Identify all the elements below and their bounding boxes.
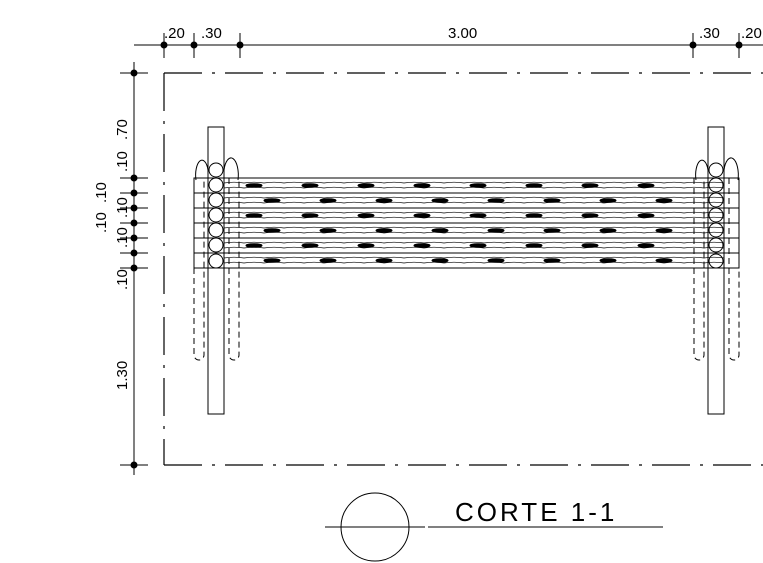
wood-knot (637, 183, 655, 188)
wood-knot (301, 183, 319, 188)
wood-knot (245, 213, 263, 218)
wood-knot (245, 183, 263, 188)
dash-dot-outline (163, 72, 763, 466)
wood-knot (301, 243, 319, 248)
wood-knot (599, 198, 617, 203)
wood-knot (263, 258, 281, 263)
wood-knot (413, 213, 431, 218)
wood-knot (431, 198, 449, 203)
wood-knot (469, 183, 487, 188)
dim-left-5: .10 (93, 212, 110, 233)
dim-top-3: 3.00 (448, 25, 477, 42)
wood-knot (375, 258, 393, 263)
dim-left-2: .10 (114, 151, 131, 172)
wood-knot (525, 243, 543, 248)
wood-knot (469, 213, 487, 218)
dim-left-4: .10 (114, 197, 131, 218)
wood-knot (301, 213, 319, 218)
left-dimension-dots (130, 69, 138, 469)
wood-knot (543, 258, 561, 263)
wood-knot (319, 258, 337, 263)
wood-knot (525, 183, 543, 188)
wood-knot (581, 213, 599, 218)
wood-knot (431, 228, 449, 233)
wood-knot (525, 213, 543, 218)
wood-knot (487, 198, 505, 203)
wood-grain-line (223, 231, 725, 234)
wood-knot (543, 198, 561, 203)
dim-top-2: .30 (201, 25, 222, 42)
left-post-circles (195, 157, 239, 269)
section-marker (325, 492, 663, 562)
wood-knot (263, 198, 281, 203)
dim-top-4: .30 (699, 25, 720, 42)
wood-grain-line (223, 226, 725, 229)
wood-knot (469, 243, 487, 248)
wood-knot (655, 258, 673, 263)
dim-left-3: .10 (93, 182, 110, 203)
wood-knot (431, 258, 449, 263)
timber-board (193, 252, 740, 269)
wood-knot (375, 198, 393, 203)
timber-board (193, 177, 740, 194)
timber-board (193, 237, 740, 254)
wood-knot (655, 198, 673, 203)
wood-knot (599, 228, 617, 233)
wood-grain-line (223, 201, 725, 204)
wood-grain-line (223, 196, 725, 199)
timber-board (193, 207, 740, 224)
wood-knot (263, 228, 281, 233)
wood-knot (581, 183, 599, 188)
wood-grain-line (223, 181, 725, 184)
dim-left-7: .10 (114, 269, 131, 290)
wood-grain-line (223, 261, 725, 264)
wood-knot (655, 228, 673, 233)
wood-knot (319, 228, 337, 233)
wood-knot (637, 243, 655, 248)
section-title: CORTE 1-1 (455, 497, 617, 527)
wood-knot (357, 213, 375, 218)
dim-left-1: .70 (114, 119, 131, 140)
wood-knot (637, 213, 655, 218)
wood-knot (357, 183, 375, 188)
wood-knot (357, 243, 375, 248)
wood-knot (599, 258, 617, 263)
wood-knot (581, 243, 599, 248)
dim-top-1: .20 (164, 25, 185, 42)
timber-boards (193, 177, 740, 269)
wood-knot (375, 228, 393, 233)
dim-left-6: .10 (114, 227, 131, 248)
wood-knot (413, 183, 431, 188)
wood-grain-line (223, 256, 725, 259)
wood-knot (487, 258, 505, 263)
top-dimension-dots (160, 41, 743, 49)
dim-top-5: .20 (741, 25, 762, 42)
wood-knot (245, 243, 263, 248)
wood-grain-line (223, 211, 725, 214)
wood-knot (319, 198, 337, 203)
wood-grain-line (223, 241, 725, 244)
wood-knot (413, 243, 431, 248)
wood-knot (543, 228, 561, 233)
wood-knot (487, 228, 505, 233)
dim-left-8: 1.30 (114, 361, 131, 390)
